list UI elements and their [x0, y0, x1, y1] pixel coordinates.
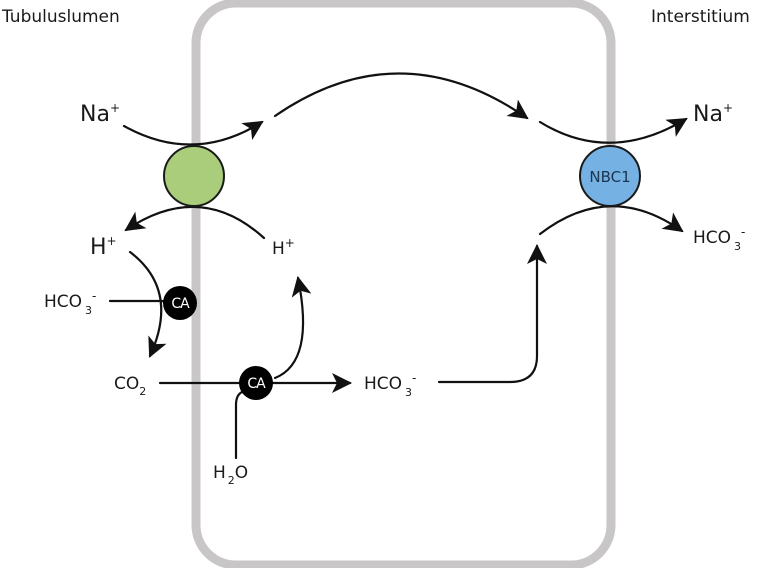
ca-to-h-arrow	[273, 276, 312, 380]
carbonic-anhydrase-cell: CA	[239, 366, 273, 400]
na-interstitium-label: Na+	[693, 101, 733, 127]
h-to-co2-arrow	[128, 250, 167, 358]
nhe-transporter	[163, 145, 225, 207]
lumen-label: Tubuluslumen	[1, 7, 120, 27]
h-cell-label: H+	[272, 236, 295, 259]
nbc1-transporter: NBC1	[579, 145, 641, 207]
ca-lumen-label: CA	[171, 296, 190, 312]
na-exit-arrow	[538, 117, 688, 144]
na-lumen-label: Na+	[80, 101, 120, 127]
co2-label: CO2	[114, 374, 146, 398]
na-uptake-arrow	[122, 120, 264, 146]
cell-membrane	[191, 0, 616, 568]
nbc1-label: NBC1	[589, 168, 630, 186]
ca-cell-label: CA	[247, 376, 266, 392]
interstitium-label: Interstitium	[651, 7, 750, 27]
na-transcellular-arrow	[273, 72, 529, 120]
h-secretion-arrow	[124, 205, 266, 240]
carbonic-anhydrase-lumen: CA	[163, 286, 197, 320]
hco3-to-nbc1-arrow	[437, 244, 547, 384]
h2o-line	[234, 390, 244, 460]
h-lumen-label: H+	[90, 234, 117, 260]
